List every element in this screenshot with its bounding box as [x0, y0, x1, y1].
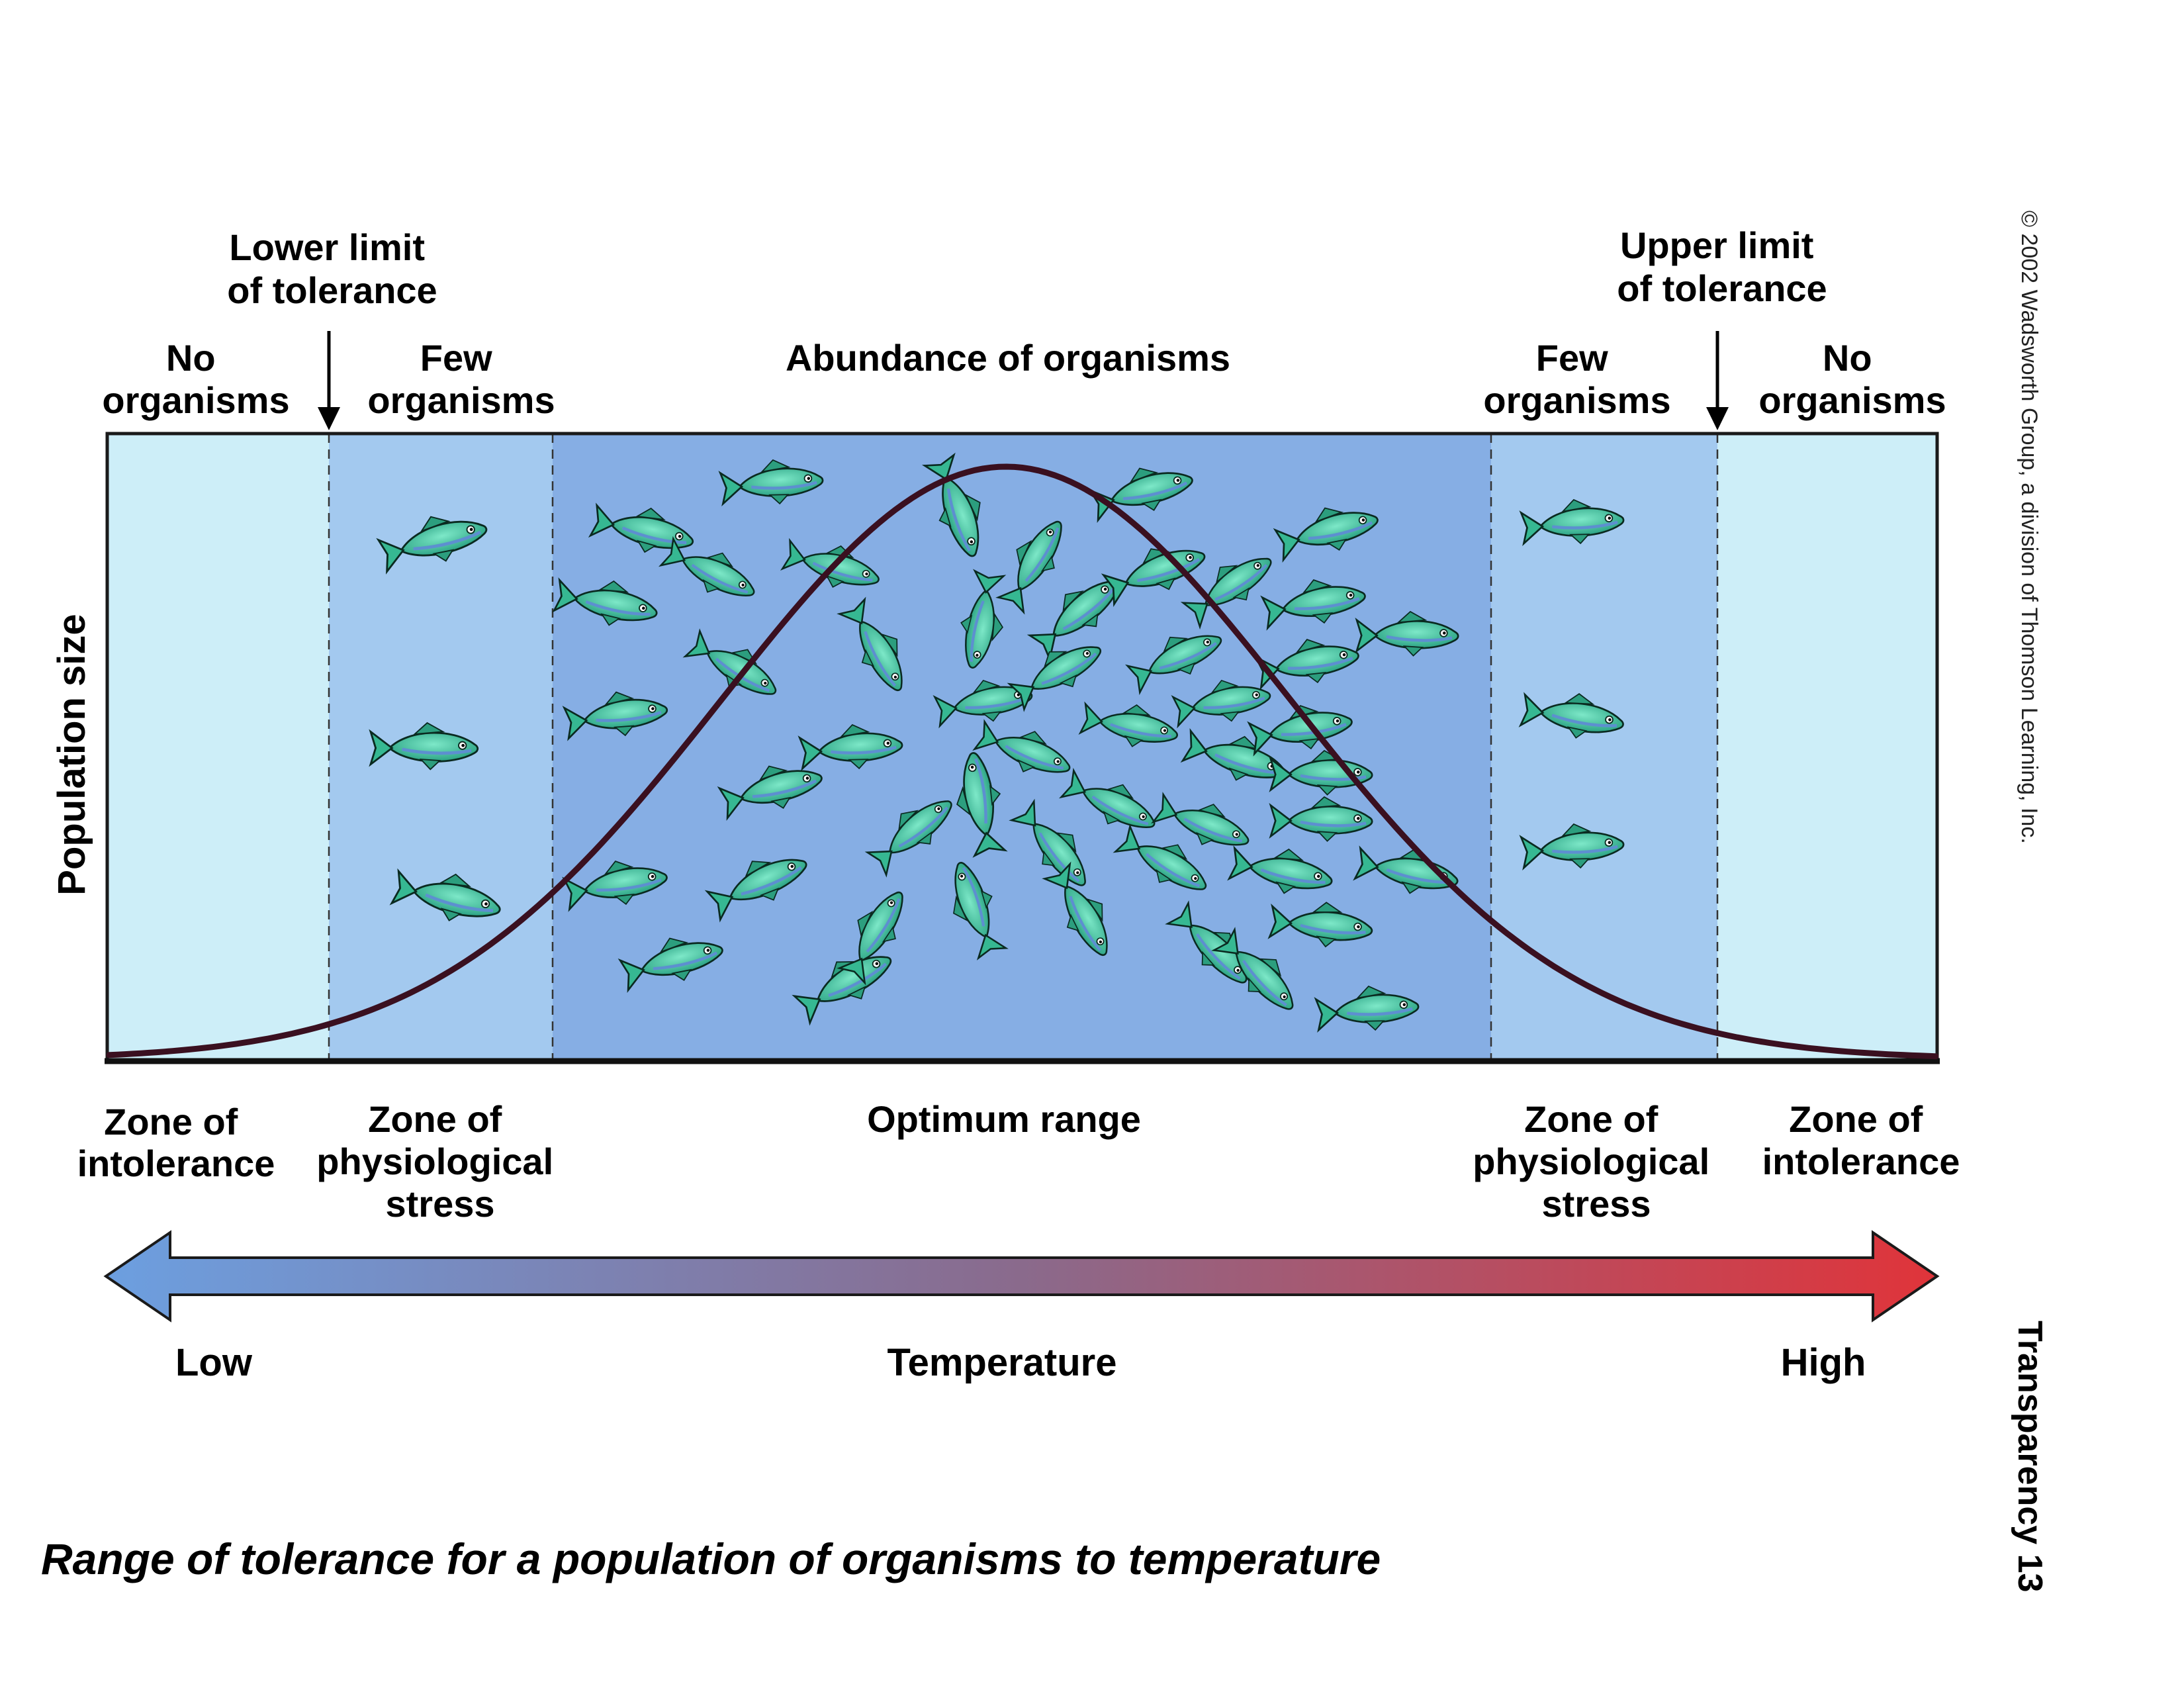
left-few-organisms-label: Few organisms — [367, 337, 555, 421]
right-stress-zone-label: Zone of physiological stress — [1473, 1098, 1719, 1225]
right-intolerance-zone-label: Zone of intolerance — [1762, 1098, 1960, 1182]
low-label: Low — [175, 1341, 253, 1384]
left-intolerance-zone-label: Zone of intolerance — [77, 1101, 275, 1184]
temperature-label: Temperature — [887, 1341, 1116, 1384]
lower-limit-label: Lower limit of tolerance — [227, 226, 437, 311]
left-no-organisms-label: No organisms — [102, 337, 289, 421]
left-stress-zone-label: Zone of physiological stress — [316, 1098, 563, 1225]
zone-bands — [105, 432, 1940, 1064]
abundance-label: Abundance of organisms — [786, 337, 1230, 379]
copyright-text: © 2002 Wadsworth Group, a division of Th… — [2017, 210, 2042, 844]
upper-limit-label: Upper limit of tolerance — [1617, 224, 1827, 309]
high-label: High — [1781, 1341, 1866, 1384]
band-right-intolerance — [1717, 434, 1937, 1061]
right-no-organisms-label: No organisms — [1758, 337, 1946, 421]
population-curve — [106, 463, 1939, 1060]
right-few-organisms-label: Few organisms — [1483, 337, 1670, 421]
down-arrow-icon — [318, 331, 340, 430]
figure-caption: Range of tolerance for a population of o… — [41, 1534, 1381, 1583]
y-axis-label: Population size — [50, 614, 93, 895]
transparency-label: Transparency 13 — [2011, 1321, 2049, 1592]
optimum-range-label: Optimum range — [867, 1098, 1141, 1140]
band-left-intolerance — [107, 434, 329, 1061]
down-arrow-icon — [1706, 331, 1729, 430]
double-arrow-icon — [103, 1230, 1940, 1323]
